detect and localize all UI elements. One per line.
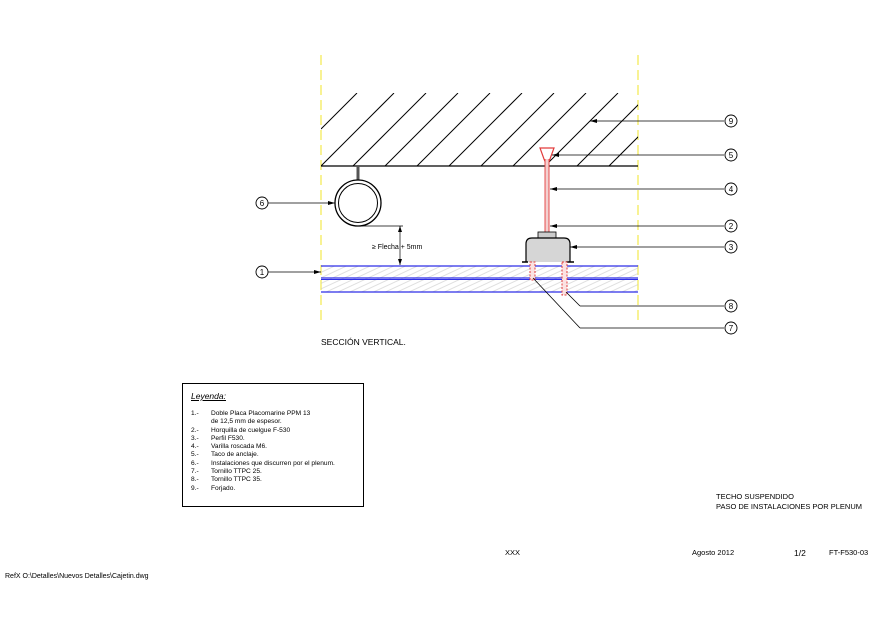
svg-text:8: 8 [729, 302, 734, 311]
callout-5: 5 [724, 148, 738, 162]
callout-3: 3 [724, 240, 738, 254]
svg-text:7: 7 [729, 324, 734, 333]
svg-text:6: 6 [260, 199, 265, 208]
legend-item: 6.-Instalaciones que discurren por el pl… [191, 459, 335, 467]
file-reference: RefX O:\Detalles\Nuevos Detalles\Cajetin… [5, 573, 149, 580]
legend-box: Leyenda: 1.-Doble Placa Placomarine PPM … [182, 383, 364, 507]
profile-f530 [525, 237, 571, 262]
legend-item: 4.-Varilla roscada M6. [191, 443, 267, 451]
legend-title: Leyenda: [191, 391, 226, 401]
leader-lines [268, 120, 724, 329]
svg-text:9: 9 [729, 117, 734, 126]
legend-item: 3.-Perfil F530. [191, 434, 245, 442]
slab [321, 93, 638, 167]
dimension [358, 225, 403, 265]
callout-7: 7 [724, 321, 738, 335]
svg-text:3: 3 [729, 243, 734, 252]
pipe-inner [338, 183, 378, 223]
callout-2: 2 [724, 219, 738, 233]
svg-text:4: 4 [729, 185, 734, 194]
author-field: XXX [505, 548, 521, 557]
legend-item: 2.-Horquilla de cuelgue F-530 [191, 426, 291, 434]
screw-ttpc-35 [561, 261, 568, 296]
legend-item: 9.-Forjado. [191, 484, 236, 492]
callout-6: 6 [255, 196, 269, 210]
title-line-1: TECHO SUSPENDIDO [716, 492, 794, 501]
pipe-outer [334, 179, 382, 227]
screw-ttpc-25 [529, 261, 536, 281]
svg-text:5: 5 [729, 151, 734, 160]
legend-item: 8.-Tornillo TTPC 35. [191, 476, 262, 484]
double-board [321, 265, 638, 293]
callout-8: 8 [724, 299, 738, 313]
legend-item: 7.-Tornillo TTPC 25. [191, 468, 262, 476]
leader-arrows [314, 119, 597, 274]
threaded-rod [544, 159, 550, 237]
legend-item: 5.-Taco de anclaje. [191, 451, 259, 459]
callout-9: 9 [724, 114, 738, 128]
date-field: Agosto 2012 [692, 548, 735, 557]
legend-item: 1.-Doble Placa Placomarine PPM 13 de 12,… [191, 410, 311, 426]
svg-text:2: 2 [729, 222, 734, 231]
dimension-label: ≥ Flecha + 5mm [372, 244, 422, 251]
svg-text:1: 1 [260, 268, 265, 277]
legend-list: 1.-Doble Placa Placomarine PPM 13 de 12,… [191, 410, 335, 493]
section-label: SECCIÓN VERTICAL. [321, 337, 406, 347]
drawing-code: FT-F530-03 [829, 548, 869, 557]
callout-1: 1 [255, 265, 269, 279]
sheet-number: 1/2 [794, 548, 806, 558]
callout-4: 4 [724, 182, 738, 196]
title-line-2: PASO DE INSTALACIONES POR PLENUM [716, 502, 863, 511]
